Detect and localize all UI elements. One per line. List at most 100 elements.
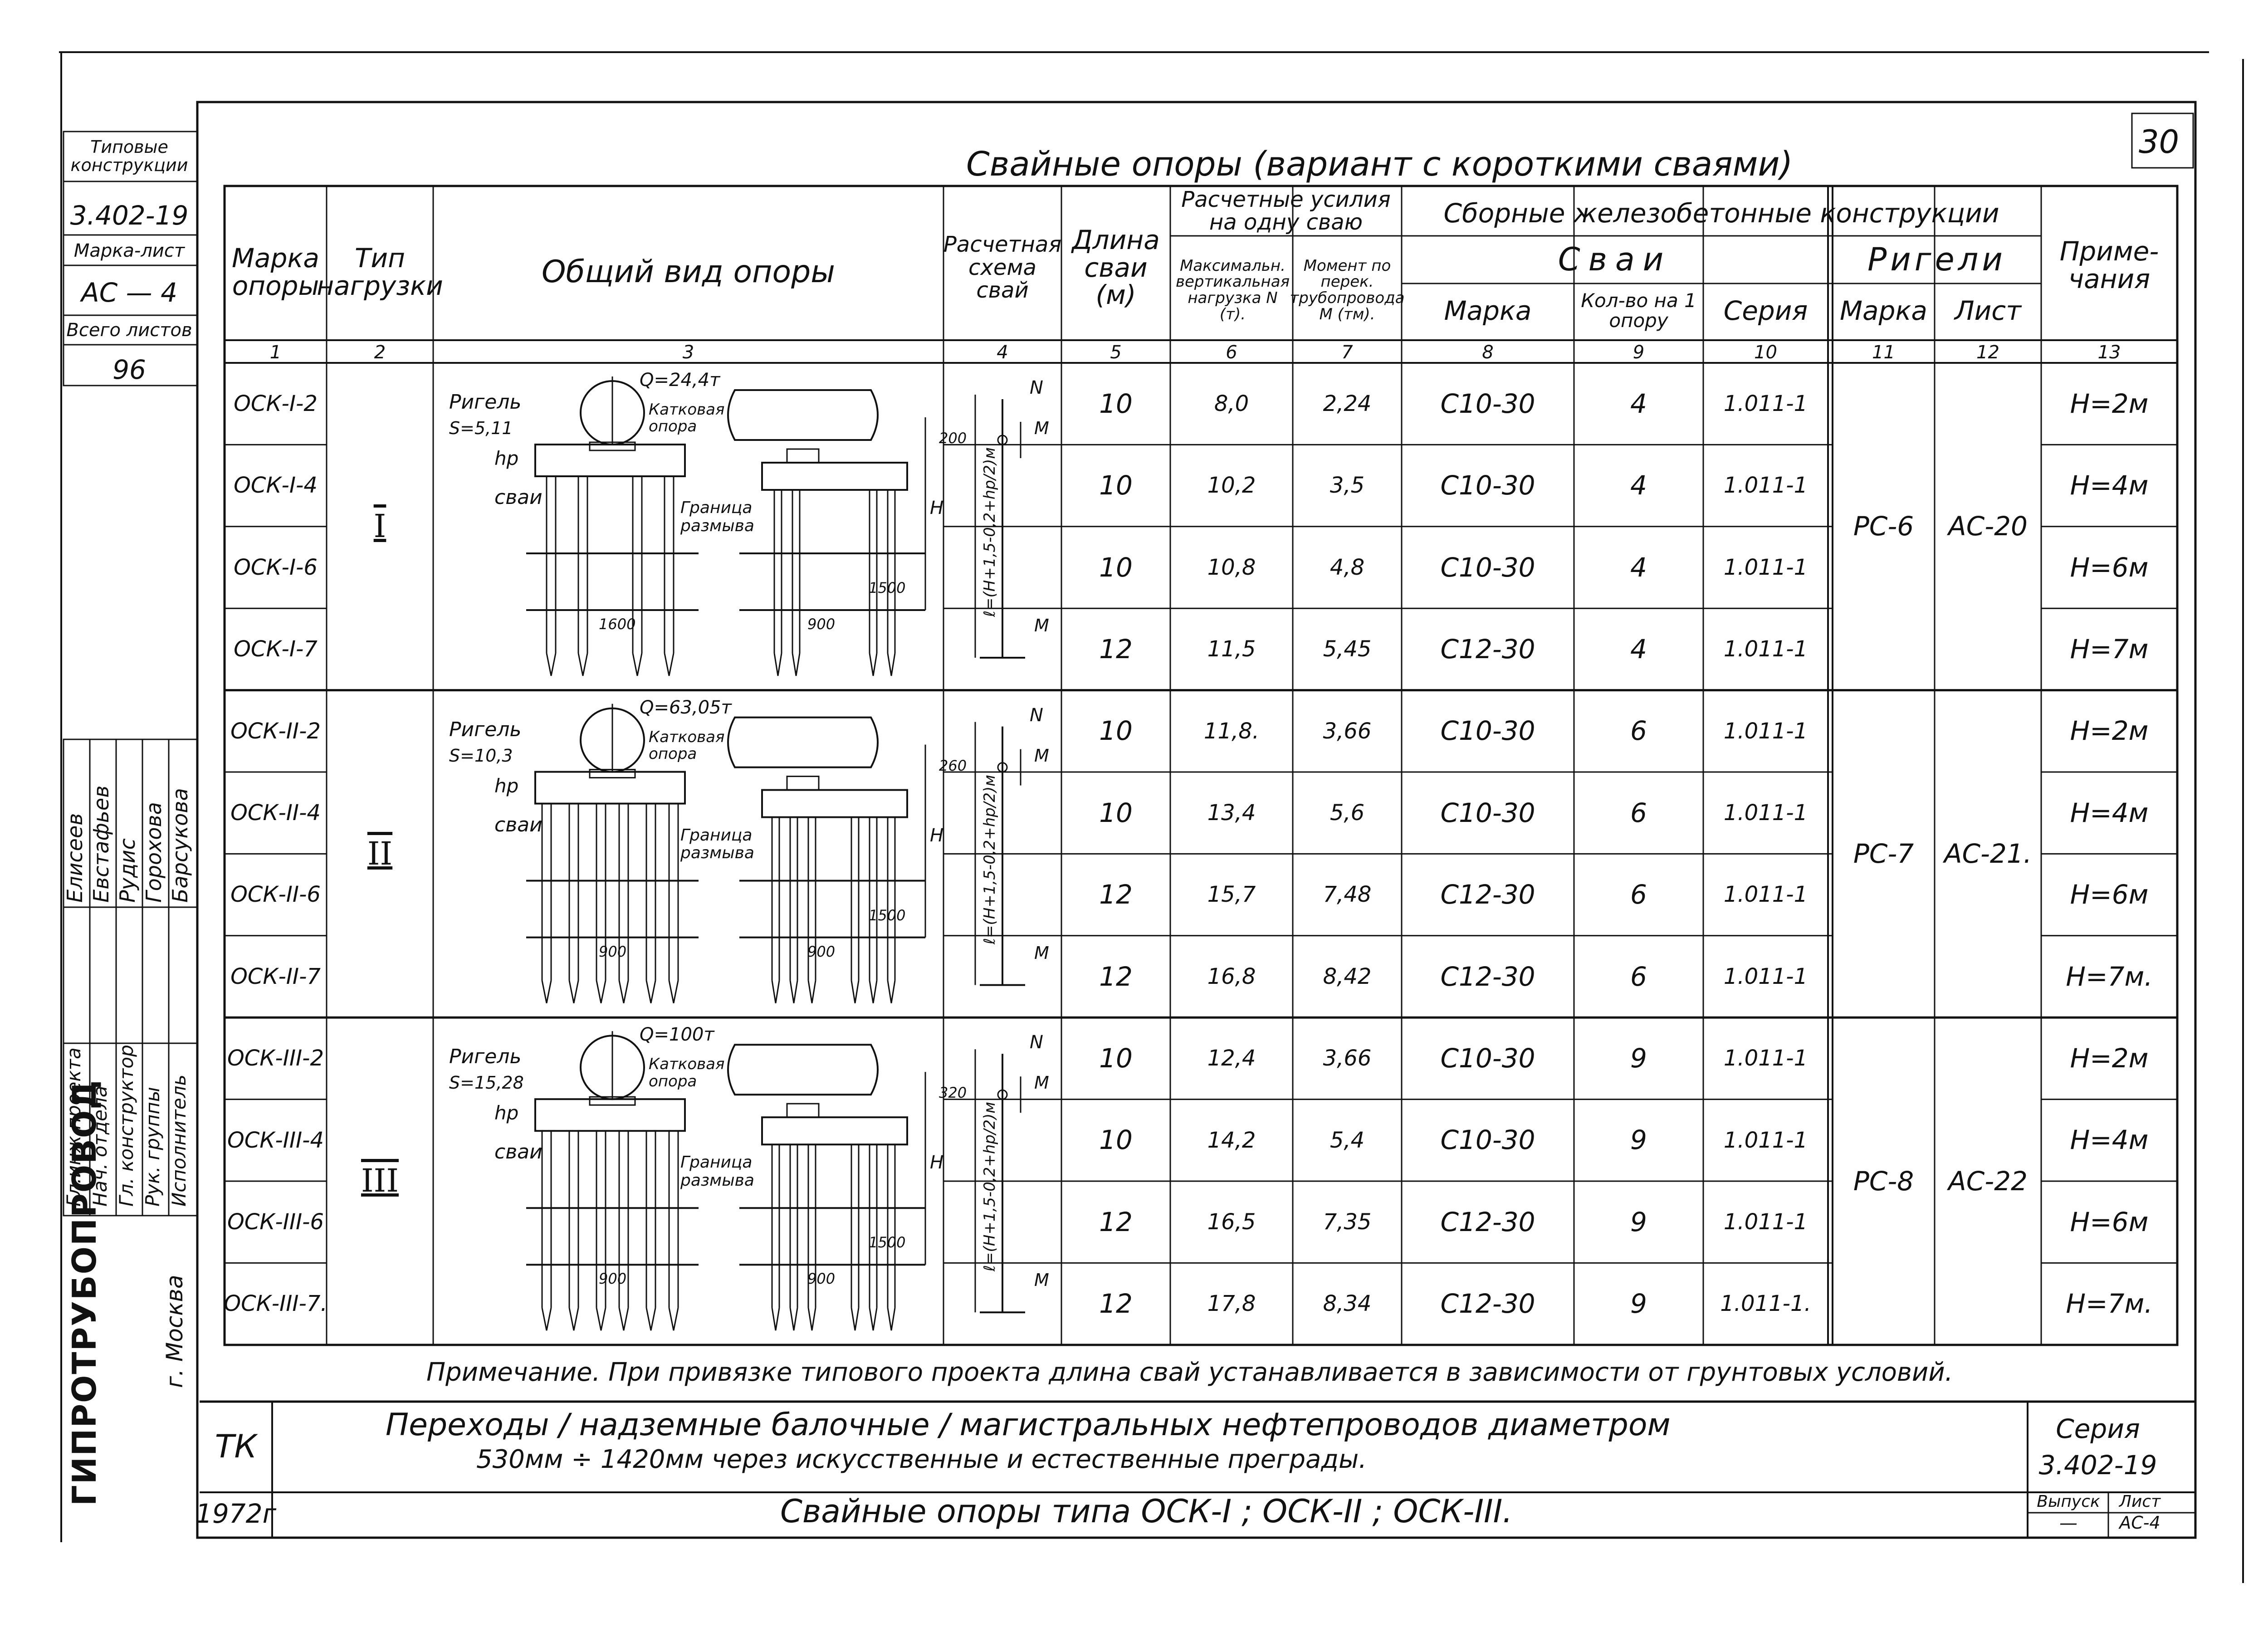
cell-pile-mark: С12-30 — [1440, 633, 1535, 665]
pile-tip — [645, 980, 656, 1003]
cell-length: 10 — [1099, 715, 1133, 747]
pile-tip — [596, 980, 606, 1003]
cell-mark: ОСК-I-7 — [234, 636, 318, 662]
stamp-box — [63, 131, 198, 386]
cell-mark: ОСК-II-7 — [230, 963, 321, 989]
cell-max-vertical: 12,4 — [1207, 1046, 1256, 1071]
pile-tip — [668, 980, 679, 1003]
pile-tip — [577, 653, 588, 676]
cell-pile-mark: С10-30 — [1440, 1042, 1535, 1074]
scheme-m: М — [1034, 1073, 1049, 1093]
pile-tip — [568, 1307, 579, 1331]
pile-tip — [807, 980, 816, 1003]
stamp-total-sheets-label: Всего листов — [66, 319, 192, 341]
drawing-dim-a: 200 — [939, 430, 967, 447]
cell-mark: ОСК-I-2 — [234, 391, 318, 416]
header-load-type: Тип нагрузки — [317, 243, 443, 301]
cell-pile-mark: С12-30 — [1440, 1206, 1535, 1237]
drawing-h: H — [930, 1152, 944, 1173]
cell-moment: 8,42 — [1323, 963, 1372, 989]
pile-tip — [568, 980, 579, 1003]
drawing-roller-label: Катковая опора — [649, 401, 725, 436]
cell-mark: ОСК-III-4 — [227, 1127, 324, 1153]
cell-moment: 3,66 — [1323, 718, 1372, 744]
colnum-7: 7 — [1341, 342, 1353, 363]
cell-mark: ОСК-III-6 — [227, 1209, 324, 1235]
header-pile-mark: Марка — [1444, 295, 1532, 326]
header-length: Длина сваи (м) — [1072, 224, 1160, 311]
titleblock-year: 1972г — [195, 1498, 277, 1530]
cell-girder-sheet: АС-21. — [1944, 838, 2032, 869]
titleblock-tk: ТК — [215, 1428, 257, 1466]
titleblock-issue: — — [2059, 1512, 2077, 1534]
titleblock-sheet: АС-4 — [2119, 1512, 2160, 1533]
cell-max-vertical: 13,4 — [1207, 800, 1256, 826]
colnum-2: 2 — [374, 342, 386, 363]
cell-length: 10 — [1099, 470, 1133, 501]
cell-max-vertical: 14,2 — [1207, 1127, 1256, 1153]
table-frame — [223, 185, 2179, 1346]
colnum-4: 4 — [997, 342, 1008, 363]
drawing-hp: hp — [494, 1102, 519, 1124]
girder-cap — [534, 444, 686, 477]
cell-note: H=2м — [2070, 1042, 2149, 1074]
cell-length: 12 — [1099, 633, 1133, 665]
titleblock-issue-label: Выпуск — [2037, 1492, 2100, 1511]
cell-pile-series: 1.011-1 — [1723, 554, 1808, 580]
cell-mark: ОСК-II-4 — [230, 800, 321, 826]
cell-max-vertical: 11,5 — [1207, 636, 1256, 662]
colnum-1: 1 — [269, 342, 282, 363]
titleblock-subtitle: Свайные опоры типа ОСК-I ; ОСК-II ; ОСК-… — [780, 1493, 1513, 1530]
drawing-dim-b: 1500 — [869, 906, 906, 924]
drawing-girder-label: Ригель — [449, 391, 522, 414]
roller-support — [589, 1096, 636, 1106]
cell-max-vertical: 11,8. — [1203, 718, 1260, 744]
scheme-formula: ℓ=(H+1,5-0,2+hp/2)м — [981, 774, 999, 944]
drawing-roller-label: Катковая опора — [649, 1055, 725, 1090]
cell-pile-mark: С10-30 — [1440, 388, 1535, 419]
cell-girder-mark: РС-7 — [1853, 838, 1914, 869]
colnum-13: 13 — [2097, 342, 2121, 363]
cell-pile-count: 9 — [1630, 1042, 1647, 1074]
pile-tip — [869, 1307, 878, 1331]
cell-load-type: III — [361, 1162, 399, 1200]
cell-pile-count: 9 — [1630, 1206, 1647, 1237]
stamp-mark-sheet-label: Марка-лист — [73, 240, 185, 261]
header-pile-series: Серия — [1723, 295, 1808, 326]
cell-max-vertical: 15,7 — [1207, 882, 1256, 908]
titleblock-series-label: Серия — [2056, 1413, 2140, 1444]
drawing-girder-label: Ригель — [449, 718, 522, 741]
drawing-hp: hp — [494, 447, 519, 469]
header-notes: Приме- чания — [2059, 236, 2159, 294]
pile-tip — [632, 653, 643, 676]
titleblock-main-line1: Переходы / надземные балочные / магистра… — [386, 1407, 1671, 1443]
header-max-vertical: Максимальн. вертикальная нагрузка N (т). — [1175, 256, 1290, 323]
header-girder-sheet: Лист — [1955, 295, 2021, 326]
drawing-dim-b: 1500 — [869, 1234, 906, 1251]
header-girder-mark: Марка — [1840, 295, 1927, 326]
cell-moment: 2,24 — [1323, 391, 1372, 416]
cell-max-vertical: 10,8 — [1207, 554, 1256, 580]
drawing-dim-d: 900 — [807, 616, 836, 633]
cell-girder-sheet: АС-20 — [1948, 511, 2028, 542]
pile-tip — [869, 653, 878, 676]
cell-note: H=2м — [2070, 715, 2149, 747]
scheme-m-bottom: М — [1034, 616, 1049, 635]
drawing-girder-label: Ригель — [449, 1045, 522, 1069]
cell-pile-mark: С10-30 — [1440, 715, 1535, 747]
cell-pile-series: 1.011-1 — [1723, 1046, 1808, 1071]
pile-tip — [541, 980, 552, 1003]
cell-pile-series: 1.011-1 — [1723, 800, 1808, 826]
drawing-h: H — [930, 498, 944, 518]
stamp-names-box — [63, 738, 198, 1217]
header-calc-scheme: Расчетная схема свай — [943, 232, 1062, 303]
cell-moment: 8,34 — [1323, 1291, 1372, 1317]
scheme-m-bottom: М — [1034, 1270, 1049, 1290]
cell-max-vertical: 10,2 — [1207, 473, 1256, 498]
pile-tip — [596, 1307, 606, 1331]
cell-pile-series: 1.011-1 — [1723, 636, 1808, 662]
stamp-role-2: Гл. конструктор — [115, 1045, 137, 1207]
pile-tip — [807, 1307, 816, 1331]
header-piles: Сваи — [1558, 240, 1672, 278]
